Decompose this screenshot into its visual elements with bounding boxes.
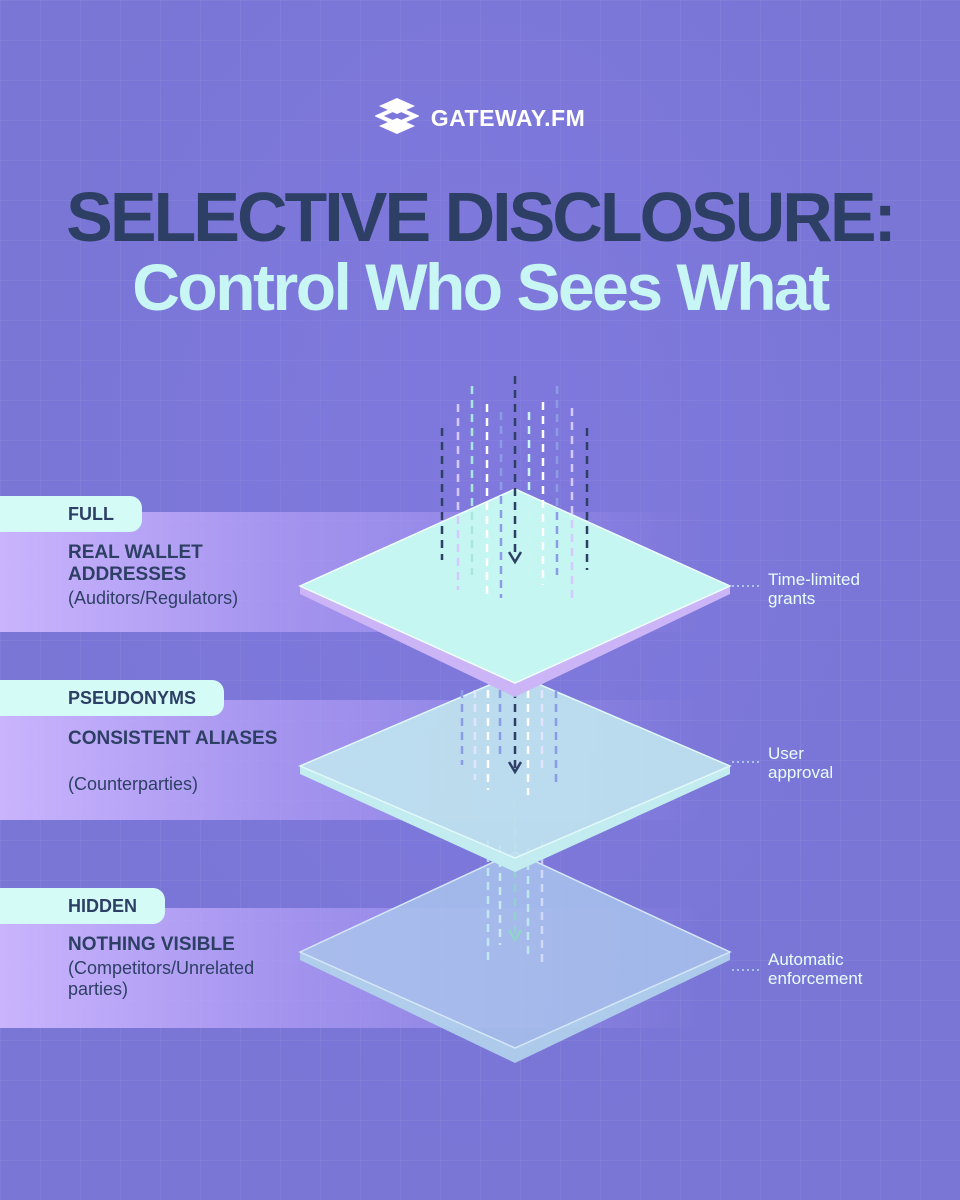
plane-hidden [298,851,732,1063]
layer-note-full: Time-limited grants [768,570,860,608]
layer-audience-hidden: (Competitors/Unrelated parties) [68,958,255,999]
layer-tag-hidden: HIDDEN [0,888,166,924]
layer-note-hidden: Automatic enforcement [768,950,863,988]
brand-name: GATEWAY.FM [430,105,586,131]
layer-tag-pseudonyms: PSEUDONYMS [0,680,225,716]
arrow-head-top [507,551,523,565]
page-title: SELECTIVE DISCLOSURE: [66,178,897,256]
note-connectors [732,585,760,971]
arrow-head-lower [507,929,523,943]
flow-lines-top [440,376,589,600]
page-subtitle: Control Who Sees What [132,250,830,324]
layer-audience-full: (Auditors/Regulators) [68,588,239,608]
layer-heading-hidden: NOTHING VISIBLE [68,934,235,955]
flow-lines-middle [460,690,558,795]
gateway-logo-icon [373,96,420,141]
plane-full [298,488,732,697]
arrow-head-middle [507,761,523,775]
layer-note-pseudonyms: User approval [768,744,834,782]
layer-tag-full: FULL [0,496,142,532]
layer-audience-pseudonyms: (Counterparties) [68,774,199,794]
layer-heading-full: REAL WALLET ADDRESSES [68,542,203,585]
brand-header: GATEWAY.FM [0,96,960,141]
layer-heading-pseudonyms: CONSISTENT ALIASES [68,728,278,749]
